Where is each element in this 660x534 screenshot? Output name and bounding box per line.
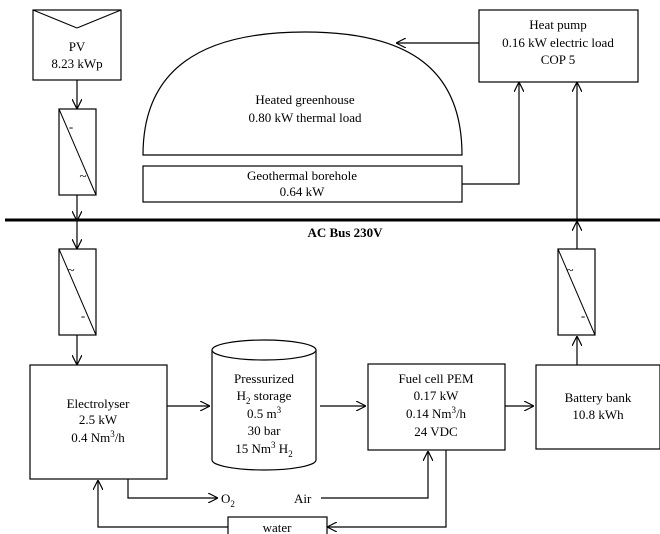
fuel-cell-voltage: 24 VDC: [414, 424, 457, 439]
storage-pressure: 30 bar: [248, 423, 282, 438]
fuel-cell-flow: 0.14 Nm3/h: [406, 405, 467, 421]
fuel-cell-power: 0.17 kW: [414, 388, 460, 403]
greenhouse-load: 0.80 kW thermal load: [248, 110, 362, 125]
storage-line1: Pressurized: [234, 371, 294, 386]
o2-label: O2: [221, 491, 235, 509]
heat-pump-cop: COP 5: [541, 52, 576, 67]
storage-capacity: 15 Nm3 H2: [235, 440, 292, 459]
air-label: Air: [294, 491, 312, 506]
heat-pump-load: 0.16 kW electric load: [502, 35, 614, 50]
storage-volume: 0.5 m3: [247, 405, 282, 421]
battery-title: Battery bank: [565, 390, 632, 405]
wire-water-to-electrolyser: [98, 481, 228, 528]
water-label: water: [263, 520, 293, 534]
heated-greenhouse: Heated greenhouse 0.80 kW thermal load: [142, 31, 463, 156]
pv-inverter-dc-symbol: -: [69, 119, 73, 134]
ac-bus-label: AC Bus 230V: [307, 225, 383, 240]
storage-line2: H2 storage: [237, 388, 292, 406]
borehole-power: 0.64 kW: [280, 184, 326, 199]
battery-inverter-ac-symbol: ~: [566, 262, 573, 277]
pv-inverter: - ~: [58, 108, 97, 196]
electrolyser-flow: 0.4 Nm3/h: [71, 429, 125, 445]
pv-capacity: 8.23 kWp: [51, 56, 102, 71]
pv-inverter-ac-symbol: ~: [79, 168, 86, 183]
fuel-cell-title: Fuel cell PEM: [398, 371, 474, 386]
borehole-title: Geothermal borehole: [247, 168, 357, 183]
geothermal-borehole: Geothermal borehole 0.64 kW: [142, 165, 463, 203]
heat-pump-title: Heat pump: [529, 17, 586, 32]
greenhouse-title: Heated greenhouse: [255, 92, 354, 107]
wire-air-to-fuel-cell: [321, 452, 428, 499]
electrolyser-title: Electrolyser: [67, 396, 130, 411]
rectifier-dc-symbol: -: [81, 308, 85, 323]
electrolyser-rectifier: ~ -: [58, 248, 97, 336]
battery-inverter-dc-symbol: -: [581, 308, 585, 323]
wire-borehole-to-heat-pump: [462, 83, 519, 185]
h2-storage-tank: Pressurized H2 storage 0.5 m3 30 bar 15 …: [211, 339, 317, 471]
battery-capacity: 10.8 kWh: [572, 407, 624, 422]
pv-panel: PV 8.23 kWp: [32, 9, 122, 81]
wire-electrolyser-to-o2: [127, 479, 217, 498]
rectifier-ac-symbol: ~: [67, 262, 74, 277]
water-box: water: [227, 516, 328, 534]
electrolyser-power: 2.5 kW: [79, 412, 118, 427]
battery-bank: Battery bank 10.8 kWh: [535, 364, 660, 450]
fuel-cell: Fuel cell PEM 0.17 kW 0.14 Nm3/h 24 VDC: [367, 363, 506, 451]
electrolyser: Electrolyser 2.5 kW 0.4 Nm3/h: [29, 364, 168, 480]
wire-fuel-cell-to-water: [328, 450, 447, 527]
battery-inverter: ~ -: [557, 248, 596, 336]
heat-pump: Heat pump 0.16 kW electric load COP 5: [478, 9, 639, 83]
pv-title: PV: [69, 39, 86, 54]
